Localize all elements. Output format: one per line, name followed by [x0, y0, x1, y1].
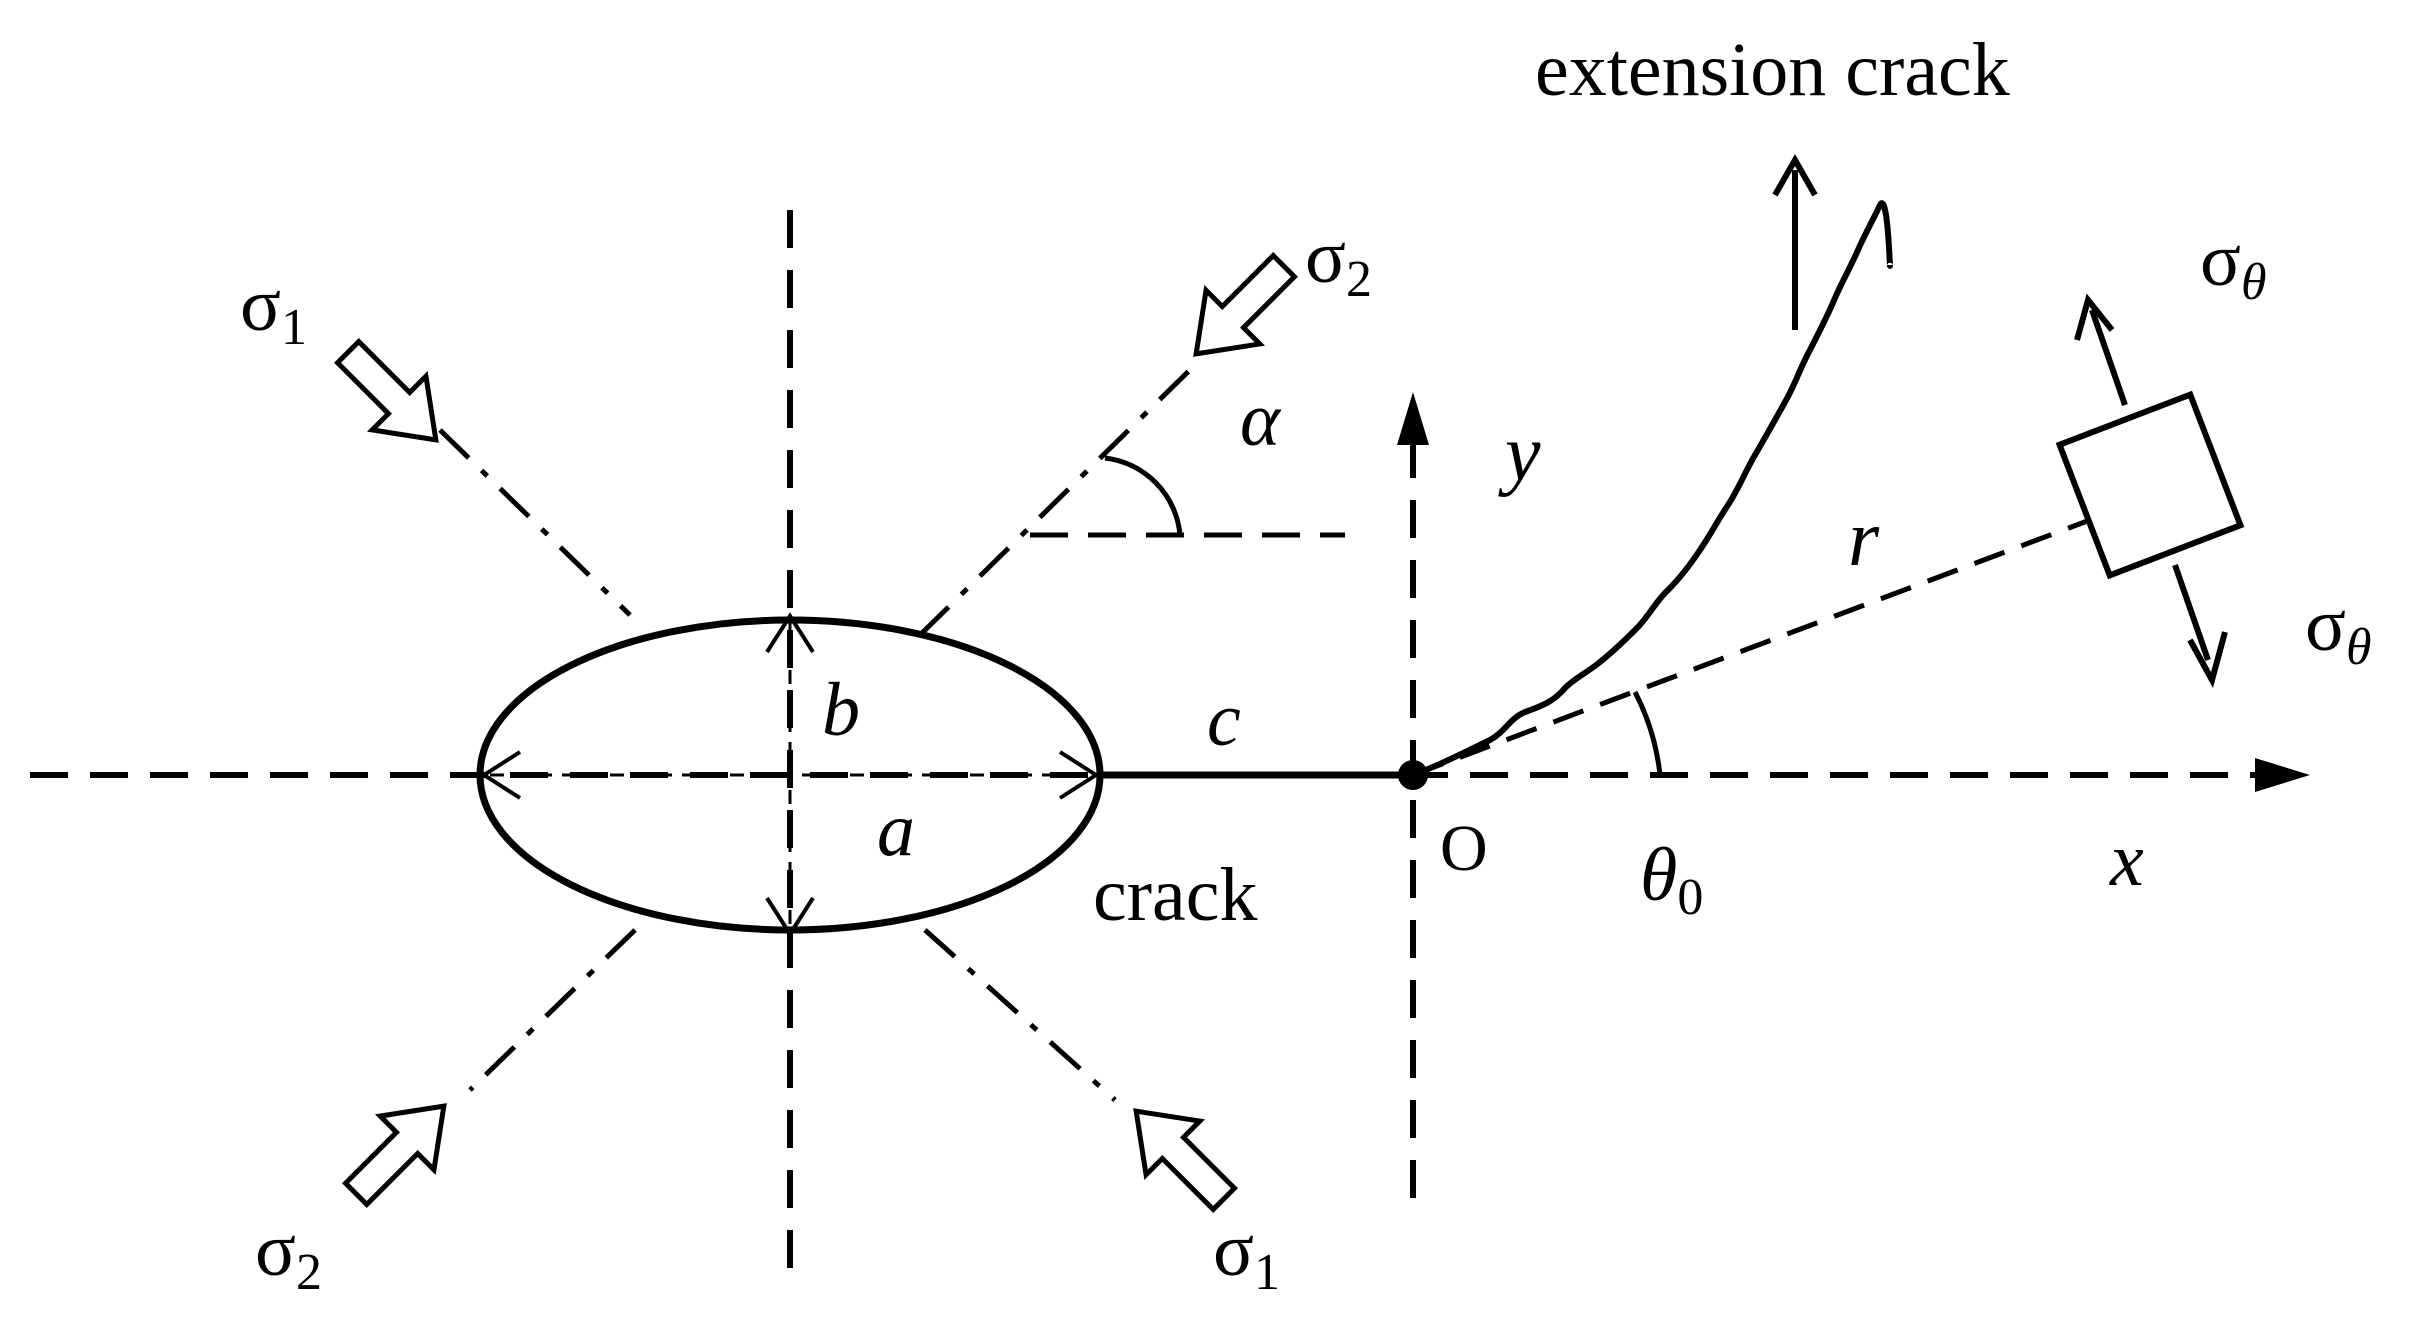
sigma2-arrow-upper-right [1193, 252, 1298, 357]
theta0-base: θ [1640, 833, 1677, 917]
sigma2-label-upper-right: σ2 [1305, 215, 1372, 308]
dimension-b-label: b [822, 668, 860, 752]
sigma-theta-top-base: σ [2200, 218, 2241, 302]
loading-line-lower-left [468, 928, 637, 1092]
sigma2-arrow-lower-left [342, 1103, 447, 1208]
dimension-b-arrow-top [765, 612, 815, 654]
dimension-b-arrow-bottom [765, 896, 815, 938]
theta0-label: θ0 [1640, 833, 1703, 926]
y-axis-arrowhead [1397, 392, 1429, 445]
sigma1-upper-subscript: 1 [281, 299, 307, 356]
sigma-theta-arrow-up-shaft [2089, 309, 2128, 406]
radius-r-label: r [1848, 495, 1880, 583]
sigma-theta-arrow-down-shaft [2172, 564, 2211, 661]
crack-length-c-label: c [1207, 678, 1241, 762]
theta0-arc [1632, 690, 1663, 776]
sigma-theta-label-top: σθ [2200, 218, 2267, 311]
origin-label: O [1440, 812, 1488, 885]
sigma1-arrow-upper-left [334, 338, 439, 443]
alpha-label: α [1240, 378, 1282, 462]
extension-crack-arrowhead [1772, 153, 1818, 197]
loading-line-lower-right [923, 928, 1117, 1102]
dimension-a-arrow-right [1058, 750, 1100, 800]
sigma2-lower-subscript: 2 [296, 1244, 322, 1301]
theta0-subscript: 0 [1677, 869, 1703, 926]
x-axis-arrowhead [2255, 758, 2310, 792]
sigma1-lower-subscript: 1 [1254, 1244, 1280, 1301]
sigma-theta-label-bottom: σθ [2305, 583, 2372, 676]
sigma2-label-lower-left: σ2 [255, 1208, 322, 1301]
loading-line-upper-left [438, 428, 632, 617]
dimension-a-arrow-left [480, 750, 522, 800]
stress-element-square [2055, 390, 2245, 580]
sigma1-lower-base: σ [1213, 1208, 1254, 1292]
alpha-arc [1104, 455, 1183, 536]
sigma1-arrow-lower-right [1133, 1108, 1238, 1213]
extension-crack-label: extension crack [1535, 28, 2010, 112]
sigma-theta-arrow-up-head [2074, 293, 2115, 341]
radius-r-line [1412, 517, 2091, 778]
sigma-theta-bottom-base: σ [2305, 583, 2346, 667]
sigma-theta-top-subscript: θ [2241, 254, 2267, 311]
extension-crack-path [1411, 200, 1893, 778]
dimension-a-label: a [877, 788, 915, 872]
sigma2-upper-base: σ [1305, 215, 1346, 299]
sigma2-upper-subscript: 2 [1346, 251, 1372, 308]
loading-line-upper-right [918, 358, 1202, 637]
sigma1-label-upper-left: σ1 [240, 263, 307, 356]
crack-label: crack [1093, 853, 1258, 937]
sigma1-label-lower-right: σ1 [1213, 1208, 1280, 1301]
sigma-theta-bottom-subscript: θ [2346, 619, 2372, 676]
y-axis-label: y [1498, 410, 1541, 498]
sigma2-lower-base: σ [255, 1208, 296, 1292]
sigma1-upper-base: σ [240, 263, 281, 347]
sigma-theta-arrow-down-head [2187, 631, 2228, 688]
x-axis-label: x [2109, 818, 2144, 902]
